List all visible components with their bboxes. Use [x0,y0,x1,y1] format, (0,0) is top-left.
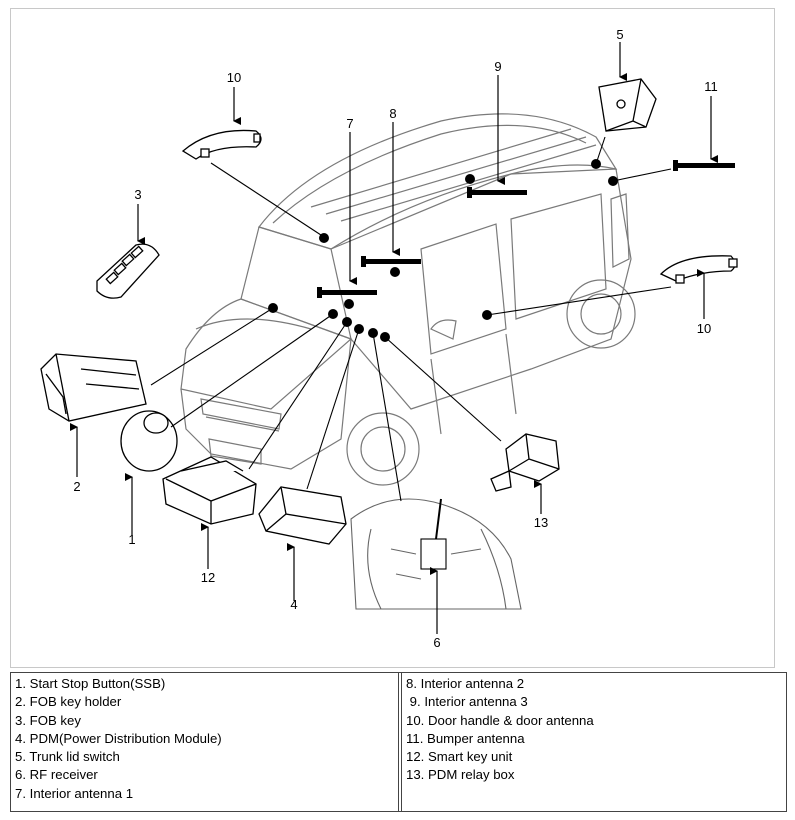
rf-receiver-area [350,498,522,610]
start-stop-button [120,410,178,472]
legend-item: 12. Smart key unit [406,749,513,765]
legend-column-left: 1. Start Stop Button(SSB) 2. FOB key hol… [11,673,399,811]
callout-10-upper: 10 [227,70,241,85]
callout-9: 9 [494,59,501,74]
leader-lines [150,136,672,502]
vehicle-illustration [180,113,636,486]
legend-item: 6. RF receiver [15,767,98,783]
callout-4: 4 [290,597,297,612]
legend-column-right: 8. Interior antenna 2 9. Interior antenn… [401,673,786,811]
legend-item: 4. PDM(Power Distribution Module) [15,730,222,746]
trunk-lid-switch [598,78,657,132]
callout-8: 8 [389,106,396,121]
legend-item: 9. Interior antenna 3 [406,694,528,710]
legend-table: 1. Start Stop Button(SSB) 2. FOB key hol… [10,672,787,812]
callout-13: 13 [534,515,548,530]
diagram-canvas: 1 2 3 4 5 6 7 8 9 10 10 11 12 13 [40,27,738,650]
callout-12: 12 [201,570,215,585]
callout-5: 5 [616,27,623,42]
callout-3: 3 [134,187,141,202]
callout-7: 7 [346,116,353,131]
legend-item: 2. FOB key holder [15,694,122,710]
callout-2: 2 [73,479,80,494]
legend-item: 13. PDM relay box [406,767,515,783]
antenna-bars [317,160,735,298]
legend-item: 7. Interior antenna 1 [15,785,134,801]
smart-key-unit [162,456,257,525]
fob-key-holder [40,353,147,422]
pdm-relay-box [490,433,560,492]
door-handle-upper [181,129,262,160]
fob-key [96,243,160,299]
pdm-module [258,486,347,545]
legend-item: 8. Interior antenna 2 [406,676,525,691]
callout-arrows [70,42,718,634]
legend-item: 1. Start Stop Button(SSB) [15,676,166,691]
legend-item: 11. Bumper antenna [406,730,525,746]
component-location-diagram: 1 2 3 4 5 6 7 8 9 10 10 11 12 13 [10,8,775,668]
door-handle-lower [659,255,738,284]
callout-6: 6 [433,635,440,650]
legend-item: 5. Trunk lid switch [15,749,120,765]
callout-1: 1 [128,532,135,547]
legend-item: 10. Door handle & door antenna [406,712,594,728]
callout-10-lower: 10 [697,321,711,336]
callout-labels: 1 2 3 4 5 6 7 8 9 10 10 11 12 13 [73,27,717,650]
callout-11: 11 [704,79,718,94]
connection-dots [268,159,618,342]
legend-item: 3. FOB key [15,712,81,728]
